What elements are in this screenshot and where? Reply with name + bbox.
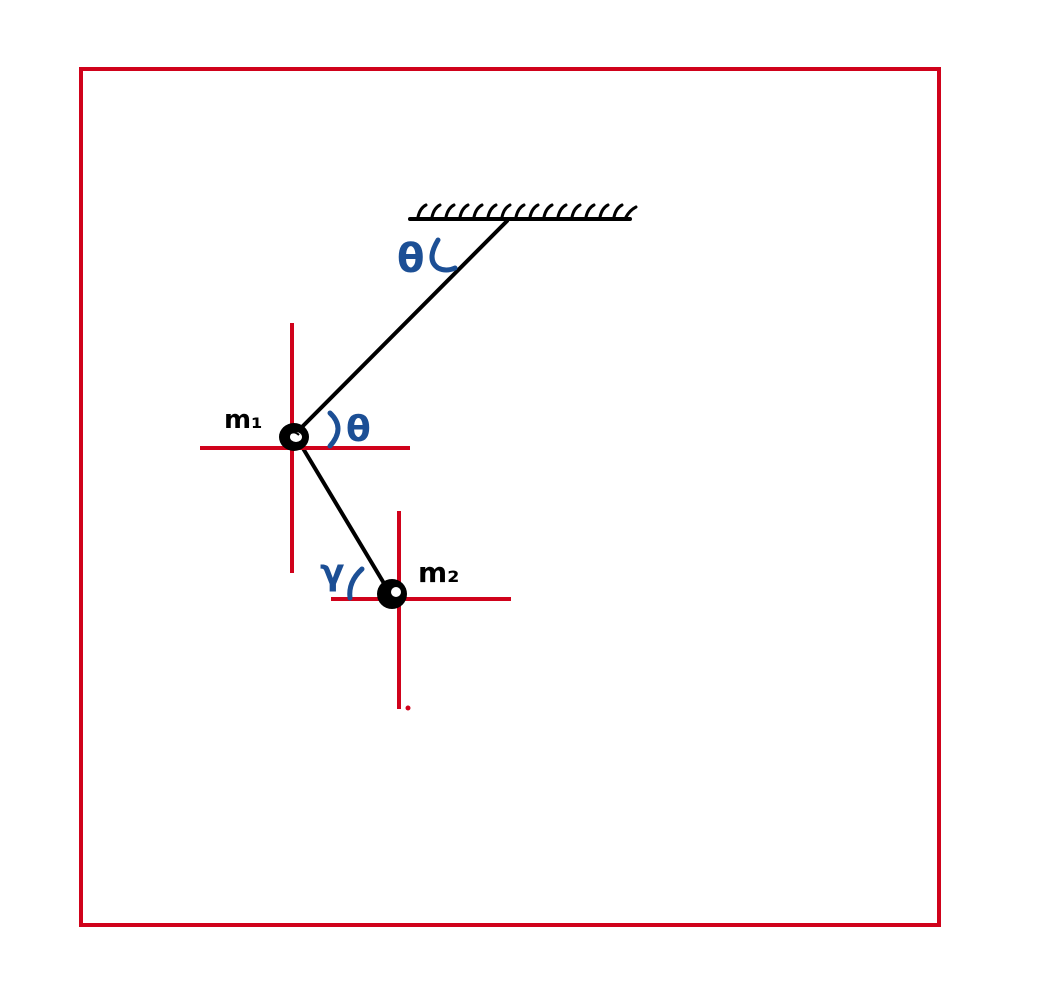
ceiling-support [408, 203, 638, 221]
axis-end-dot [405, 705, 411, 711]
rod-lower [296, 438, 390, 592]
rod-upper [295, 219, 509, 434]
mass2-label: m₂ [418, 556, 459, 589]
mass1-label: m₁ [224, 405, 262, 435]
angle-label-theta-mass1: θ [346, 409, 371, 450]
outer-frame [79, 67, 941, 927]
angle-arc-top [429, 237, 458, 273]
angle-label-gamma: γ [320, 552, 345, 593]
mass1-bob [279, 423, 309, 451]
mass2-bob [377, 579, 407, 609]
ceiling-hatching [416, 203, 638, 219]
angle-label-theta-top: θ [397, 236, 424, 282]
angle-arc-mass1 [327, 410, 341, 449]
angle-arc-mass2 [347, 566, 365, 601]
